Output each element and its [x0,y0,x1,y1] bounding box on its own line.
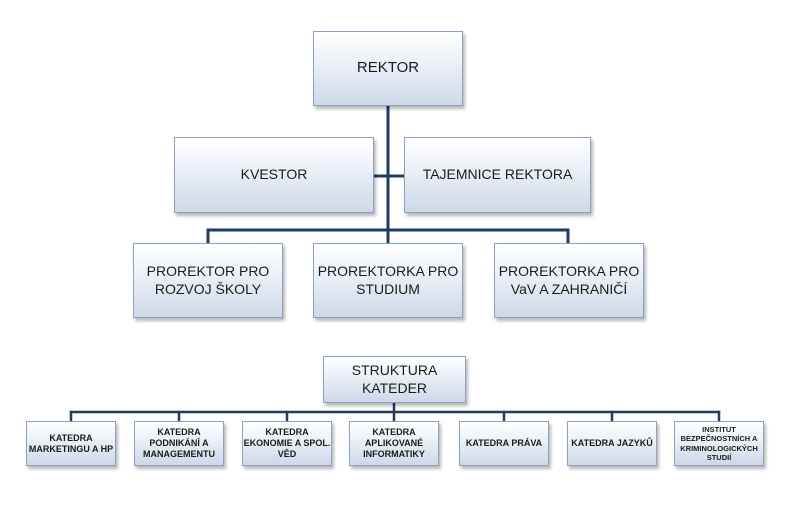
node-rektor-label: REKTOR [356,59,420,77]
dept-7-line3: KRIMINOLOGICKÝCH [680,443,758,453]
dept-6-line1: KATEDRA JAZYKŮ [571,438,653,449]
node-prorektor-rozvoj-line2: ROZVOJ ŠKOLY [154,280,262,297]
dept-1-line1: KATEDRA [49,432,93,443]
node-prorektorka-vav-line1: PROREKTORKA PRO [498,263,640,279]
dept-7-line4: STUDIÍ [706,452,732,462]
node-prorektor-rozvoj-line1: PROREKTOR PRO [146,263,270,279]
dept-7-line1: INSTITUT [702,424,736,434]
dept-4-line1: KATEDRA [372,427,416,438]
node-struktura-kateder-label: STRUKTURA KATEDER [351,362,438,396]
node-tajemnice-rektora: TAJEMNICE REKTORA [404,137,591,213]
node-rektor: REKTOR [313,31,463,106]
dept-4-line3: INFORMATIKY [363,448,425,459]
dept-2-line1: KATEDRA [157,427,201,438]
node-katedra-prava: KATEDRA PRÁVA [459,421,549,466]
node-tajemnice-label: TAJEMNICE REKTORA [422,166,573,183]
dept-2-line3: MANAGEMENTU [143,448,215,459]
node-institut-bezpecnostnich: INSTITUT BEZPEČNOSTNÍCH A KRIMINOLOGICKÝ… [674,421,764,466]
node-kvestor: KVESTOR [174,137,374,213]
dept-3-line3: VĚD [277,448,297,459]
node-prorektorka-vav-line2: VaV A ZAHRANIČÍ [510,280,628,297]
node-prorektorka-studium-line1: PROREKTORKA PRO [317,263,459,279]
dept-3-line1: KATEDRA [265,427,309,438]
node-kvestor-label: KVESTOR [240,166,308,183]
node-prorektorka-vav: PROREKTORKA PRO VaV A ZAHRANIČÍ [494,243,644,318]
dept-4-line2: APLIKOVANÉ [364,438,424,449]
dept-2-line2: PODNIKÁNÍ A [149,438,209,449]
node-struktura-kateder: STRUKTURA KATEDER [323,356,466,403]
node-prorektorka-studium: PROREKTORKA PRO STUDIUM [313,243,463,318]
dept-3-line2: EKONOMIE A SPOL. [243,438,331,449]
dept-5-line1: KATEDRA PRÁVA [465,438,543,449]
dept-7-line2: BEZPEČNOSTNÍCH A [680,434,758,444]
node-katedra-ekonomie: KATEDRA EKONOMIE A SPOL. VĚD [242,421,332,466]
node-prorektorka-studium-line2: STUDIUM [356,280,420,297]
node-katedra-jazyku: KATEDRA JAZYKŮ [567,421,657,466]
node-katedra-informatiky: KATEDRA APLIKOVANÉ INFORMATIKY [349,421,439,466]
node-katedra-marketingu: KATEDRA MARKETINGU A HP [26,421,116,466]
node-prorektor-rozvoj: PROREKTOR PRO ROZVOJ ŠKOLY [133,243,283,318]
node-katedra-podnikani: KATEDRA PODNIKÁNÍ A MANAGEMENTU [134,421,224,466]
dept-1-line2: MARKETINGU A HP [28,443,114,454]
